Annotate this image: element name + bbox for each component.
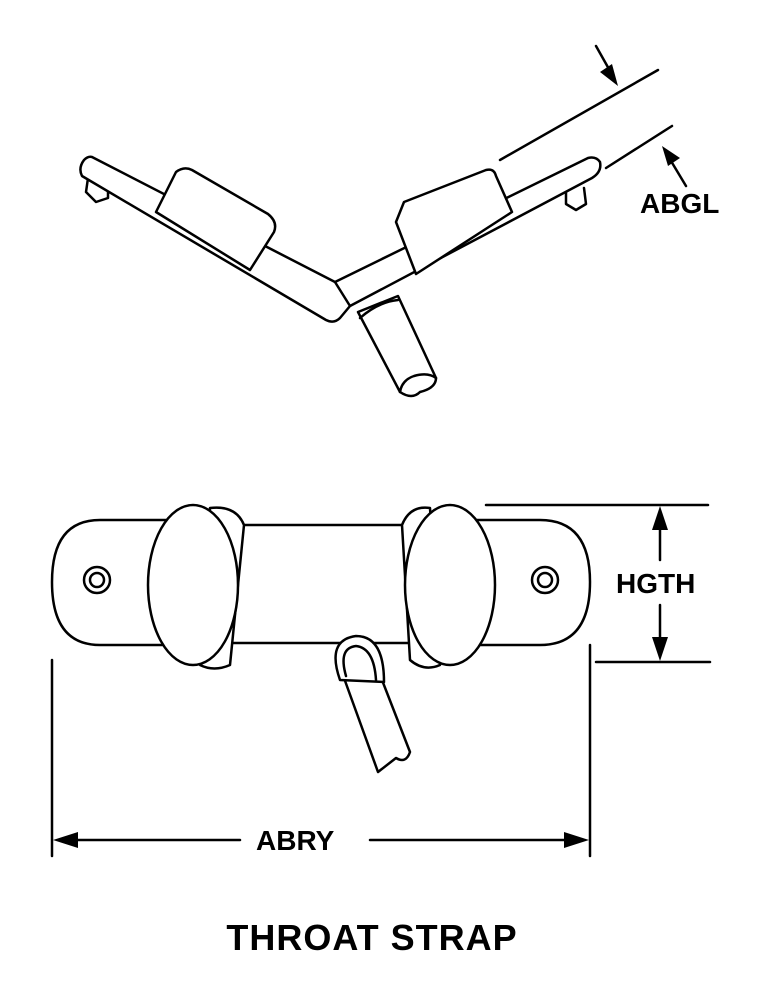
hgth-dimension: HGTH bbox=[484, 503, 712, 664]
stem-loop bbox=[334, 634, 386, 684]
right-peg bbox=[564, 186, 588, 212]
diagram-title: THROAT STRAP bbox=[226, 917, 517, 958]
top-view bbox=[79, 155, 602, 398]
arrowhead bbox=[564, 832, 589, 848]
right-pad bbox=[394, 168, 514, 276]
left-eyelet bbox=[82, 565, 112, 595]
right-strap-end bbox=[468, 518, 592, 647]
arrowhead bbox=[53, 832, 78, 848]
strap-top-view bbox=[79, 155, 602, 323]
arrowhead bbox=[662, 146, 680, 166]
front-view bbox=[50, 503, 592, 774]
abry-label: ABRY bbox=[256, 825, 335, 856]
arrowhead bbox=[652, 637, 668, 661]
stem-front-view bbox=[342, 676, 412, 774]
abry-dimension: ABRY bbox=[50, 643, 592, 858]
left-roller bbox=[146, 503, 240, 667]
right-roller bbox=[403, 503, 497, 667]
arrowhead bbox=[600, 64, 618, 86]
stem-top-view bbox=[356, 294, 438, 398]
abgl-label: ABGL bbox=[640, 188, 719, 219]
right-eyelet bbox=[530, 565, 560, 595]
left-peg bbox=[84, 176, 110, 204]
abgl-dimension: ABGL bbox=[498, 44, 719, 219]
arrowhead bbox=[652, 506, 668, 530]
hgth-label: HGTH bbox=[616, 568, 695, 599]
left-pad bbox=[154, 167, 277, 272]
